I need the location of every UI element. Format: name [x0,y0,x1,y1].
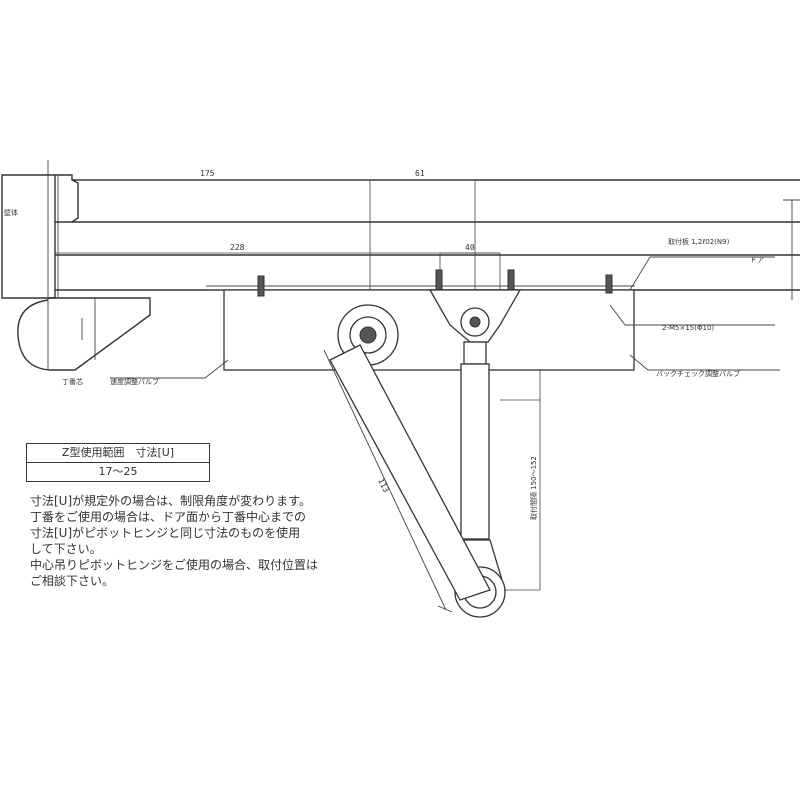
label-speed-valve: 速度調整バルブ [110,377,159,386]
label-hinge-center: 丁番芯 [62,377,83,386]
diagonal-arm [323,304,491,613]
note-line: 丁番をご使用の場合は、ドア面から丁番中心までの [30,510,307,524]
dim-40: 40 [465,243,475,252]
usage-range-header: Z型使用範囲 寸法[U] [61,446,175,459]
label-backcheck-valve: バックチェック調整バルブ [656,369,740,378]
leader-lines [110,256,780,379]
label-screws: 2-M5×15(Φ10) [662,324,714,332]
label-door: ドア [750,256,764,264]
dim-228: 228 [230,243,245,252]
dim-175: 175 [200,169,215,178]
dim-150-152: 取付間隔 150～152 [529,456,538,520]
note-line: して下さい。 [30,542,102,556]
dim-61: 61 [415,169,425,178]
note-line: ご相談下さい。 [30,574,115,588]
dimension-lines [55,179,541,591]
closer-body [206,285,635,371]
arm-bracket [428,289,522,343]
label-bracket: 取付板 1,2ℓ02(N9) [668,237,730,246]
note-line: 寸法[U]がピボットヒンジと同じ寸法のものを使用 [30,526,301,540]
dim-113: 113 [376,477,391,494]
hinge-pivot [17,297,151,371]
note-line: 中心吊りピボットヒンジをご使用の場合、取付位置は [30,558,319,572]
usage-range-table: Z型使用範囲 寸法[U] 17～25 [26,443,210,482]
wall-frame [1,160,79,370]
installation-notes: 寸法[U]が規定外の場合は、制限角度が変わります。 丁番をご使用の場合は、ドア面… [30,493,410,589]
usage-range-value: 17～25 [27,462,209,481]
note-line: 寸法[U]が規定外の場合は、制限角度が変わります。 [30,494,311,508]
label-wall: 壁体 [4,208,18,217]
